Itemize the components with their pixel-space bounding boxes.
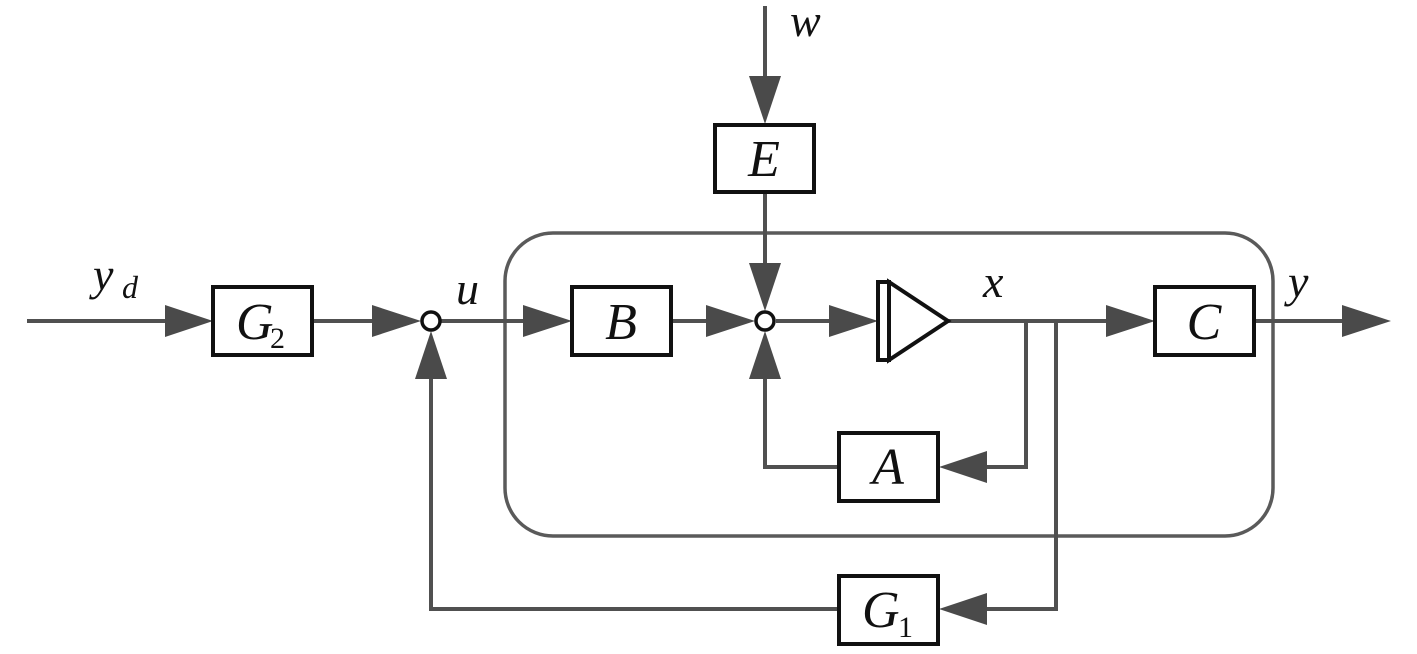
arrow-into-b bbox=[523, 305, 572, 337]
wire-x-to-g1 bbox=[985, 321, 1058, 611]
arrow-into-a bbox=[939, 451, 987, 483]
block-b-label: B bbox=[605, 294, 637, 351]
signal-label-x: x bbox=[982, 256, 1004, 307]
signal-label-w: w bbox=[790, 0, 821, 46]
block-b: B bbox=[570, 285, 673, 357]
plant-boundary bbox=[503, 231, 1275, 538]
block-e-label: E bbox=[747, 131, 780, 188]
signal-label-u: u bbox=[456, 263, 479, 314]
arrow-output-y bbox=[1342, 305, 1391, 337]
arrow-into-e bbox=[749, 76, 781, 124]
wire-a-to-sum-x bbox=[763, 376, 838, 469]
block-g2-subscript: 2 bbox=[270, 322, 285, 355]
block-c: C bbox=[1153, 285, 1256, 357]
block-a: A bbox=[837, 431, 940, 503]
signal-label-yd-subscript: d bbox=[122, 269, 139, 305]
block-g1: G 1 bbox=[837, 574, 940, 646]
wire-g1-to-sum-u bbox=[429, 376, 838, 611]
block-g1-label: G bbox=[862, 582, 900, 639]
signal-label-y: y bbox=[1284, 256, 1309, 307]
arrow-into-c bbox=[1106, 305, 1155, 337]
block-g2: G 2 bbox=[211, 285, 314, 357]
block-e: E bbox=[713, 123, 816, 194]
summing-junction-x bbox=[754, 310, 776, 332]
arrow-into-g2 bbox=[165, 305, 213, 337]
summing-junction-u bbox=[420, 310, 442, 332]
arrow-into-sum-x-left bbox=[706, 305, 755, 337]
integrator-triangle bbox=[887, 278, 952, 364]
integrator-block bbox=[876, 278, 952, 364]
block-c-label: C bbox=[1187, 294, 1223, 351]
block-g2-label: G bbox=[236, 294, 274, 351]
block-a-label: A bbox=[869, 439, 904, 496]
signal-label-yd: y bbox=[89, 249, 114, 300]
arrow-into-sum-x-top bbox=[749, 263, 781, 311]
arrow-into-sum-u-bottom bbox=[415, 331, 447, 379]
arrow-into-sum-u bbox=[372, 305, 421, 337]
arrow-into-sum-x-bottom bbox=[749, 331, 781, 379]
block-g1-subscript: 1 bbox=[898, 611, 913, 644]
wire-x-to-a bbox=[985, 321, 1028, 469]
arrowheads bbox=[165, 76, 1391, 625]
arrow-into-g1 bbox=[939, 593, 987, 625]
arrow-into-integrator bbox=[829, 305, 878, 337]
